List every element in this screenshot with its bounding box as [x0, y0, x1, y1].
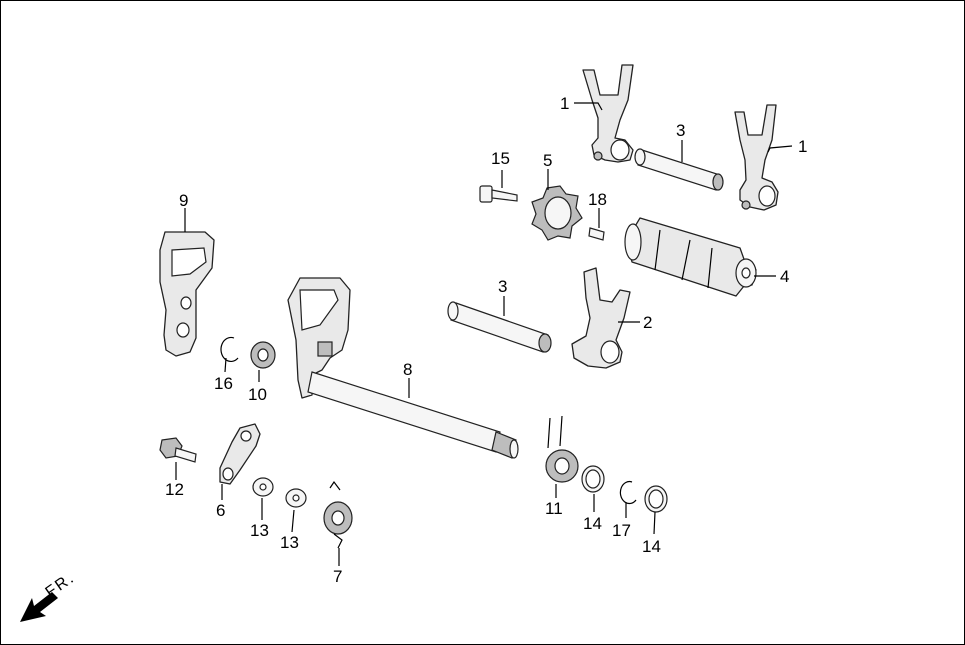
- callout-3-lower: 3: [498, 277, 507, 296]
- bolt-15: [479, 185, 518, 203]
- washer-14-a: [581, 465, 605, 493]
- shift-shaft-8: [287, 277, 519, 459]
- dowel-pin-18: [588, 227, 605, 241]
- shift-plate-9: [159, 231, 215, 357]
- callout-18: 18: [588, 190, 607, 209]
- callout-13-a: 13: [250, 521, 269, 540]
- bolt-12: [159, 437, 197, 463]
- washer-14-b: [644, 485, 668, 513]
- callout-15: 15: [491, 149, 510, 168]
- callout-1-left: 1: [560, 94, 569, 113]
- washer-13-b: [285, 488, 307, 508]
- roller-10: [250, 341, 276, 369]
- callout-12: 12: [165, 480, 184, 499]
- shift-arm-6: [219, 423, 261, 485]
- front-direction-marker: FR.: [20, 569, 78, 622]
- callout-7: 7: [333, 567, 342, 586]
- callout-5: 5: [543, 151, 552, 170]
- callout-6: 6: [216, 501, 225, 520]
- callout-1-right: 1: [798, 137, 807, 156]
- circlip-17: [619, 480, 637, 505]
- shift-fork-2: [571, 267, 631, 369]
- callout-3-upper: 3: [676, 121, 685, 140]
- front-arrow-icon: [20, 592, 58, 622]
- callout-11: 11: [545, 499, 563, 518]
- shift-drum-cam-5: [531, 185, 583, 241]
- callout-13-b: 13: [280, 533, 299, 552]
- callout-16: 16: [214, 374, 233, 393]
- callout-2: 2: [643, 313, 652, 332]
- spring-7: [323, 480, 353, 549]
- washer-13-a: [252, 477, 274, 497]
- callout-8: 8: [403, 360, 412, 379]
- shift-drum-4: [624, 217, 757, 297]
- callout-9: 9: [179, 191, 188, 210]
- callout-17: 17: [612, 521, 631, 540]
- callout-10: 10: [248, 385, 267, 404]
- fork-shaft-3-lower: [447, 301, 552, 353]
- callout-14-a: 14: [583, 514, 602, 533]
- return-spring-11: [545, 415, 579, 483]
- shift-fork-1-left: [582, 64, 634, 163]
- callout-14-b: 14: [642, 537, 661, 556]
- front-label: FR.: [43, 569, 79, 601]
- callout-4: 4: [780, 267, 789, 286]
- fork-shaft-3-upper: [634, 148, 724, 191]
- shift-fork-1-right: [734, 104, 779, 211]
- circlip-16: [220, 336, 239, 363]
- leader-lines: [175, 102, 793, 566]
